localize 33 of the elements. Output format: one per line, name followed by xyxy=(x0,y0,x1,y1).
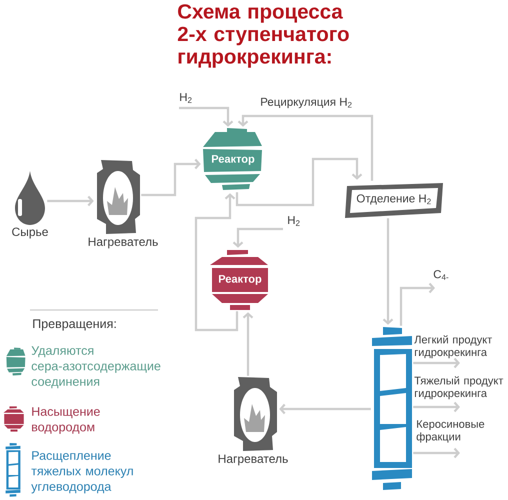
arrow xyxy=(413,402,460,412)
arrow xyxy=(236,158,362,206)
title: Схема процесса 2-х ступенчатого гидрокрекинга: xyxy=(178,4,349,68)
arrow xyxy=(179,106,234,127)
arrow xyxy=(238,114,374,181)
reactor-vessel: Реактор xyxy=(203,128,262,190)
arrow xyxy=(194,193,238,332)
arrow xyxy=(382,218,394,325)
edge-label: Керосиновые фракции xyxy=(416,420,484,443)
legend-text: Расщепление тяжелых молекул углеводорода xyxy=(31,451,133,494)
arrow xyxy=(413,448,460,458)
edge-label: C$_{4-}$ xyxy=(434,270,448,280)
node-label: Нагреватель xyxy=(88,238,158,248)
reactor-vessel: Реактор xyxy=(210,250,268,310)
edge-label: Тяжелый продукт гидрокрекинга xyxy=(414,376,504,400)
edge-label: H$_{2}$ xyxy=(180,93,192,103)
arrow xyxy=(232,228,283,248)
arrow xyxy=(413,358,460,368)
arrow xyxy=(242,312,254,376)
arrow xyxy=(279,404,371,414)
legend-text: Удаляются сера-азотсодержащие соединения xyxy=(32,346,160,388)
arrow xyxy=(47,196,94,206)
node-label: Сырье xyxy=(12,228,48,238)
edge-label: Легкий продукт гидрокрекинга xyxy=(414,335,492,358)
node-label: Нагреватель xyxy=(218,454,288,466)
edge-label: Рециркуляция H$_{2}$ xyxy=(261,98,352,108)
distillation-column xyxy=(372,327,412,490)
edge-label: H$_{2}$ xyxy=(288,216,300,226)
legend-text: Насыщение водородом xyxy=(32,407,100,434)
arrow xyxy=(141,158,201,196)
legend-heading: Превращения: xyxy=(33,319,116,331)
arrow xyxy=(400,282,435,326)
process-box: Отделение H$_{2}$ xyxy=(345,183,443,218)
